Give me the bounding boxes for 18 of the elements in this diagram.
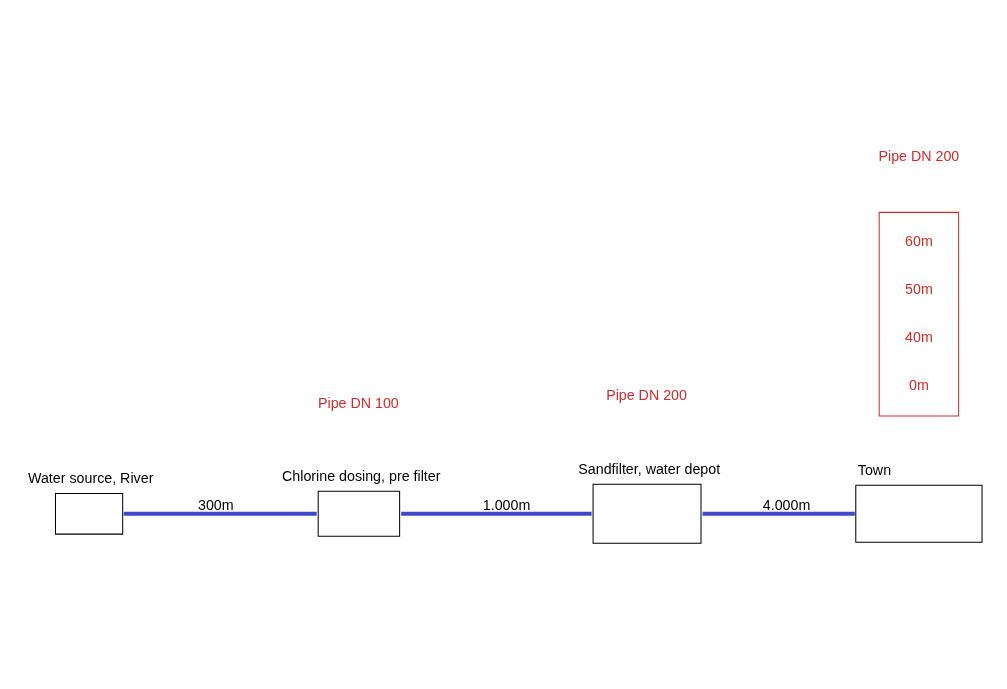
node-box xyxy=(854,484,983,543)
node-label: Sandfilter, water depot xyxy=(577,460,720,477)
node-box xyxy=(317,490,400,537)
edge-label: 300m xyxy=(197,496,234,513)
label: Pipe DN 100 xyxy=(317,394,399,411)
node-box xyxy=(54,492,123,535)
label: Pipe DN 200 xyxy=(605,386,687,403)
node-label: Water source, River xyxy=(27,469,153,486)
node-box xyxy=(592,483,702,544)
edge-label: 4.000m xyxy=(762,496,810,513)
edge-label: 1.000m xyxy=(482,496,530,513)
node-label: Town xyxy=(857,461,891,478)
connector xyxy=(123,511,317,516)
label: Pipe DN 200 xyxy=(878,147,959,164)
node-box: 60m 50m 40m 0m xyxy=(878,211,959,417)
connector xyxy=(400,511,592,516)
node-label: Chlorine dosing, pre filter xyxy=(281,467,440,484)
connector xyxy=(702,511,855,516)
